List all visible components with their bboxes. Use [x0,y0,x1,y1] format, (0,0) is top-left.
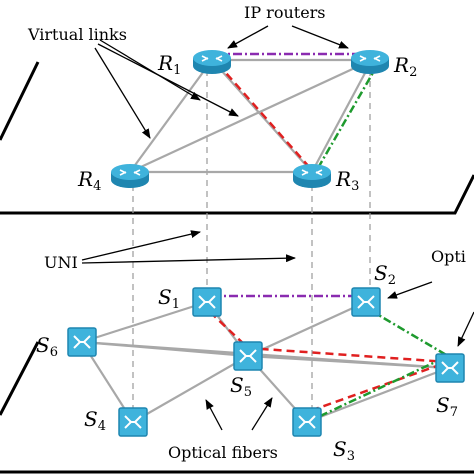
router-r3-label: R3 [335,167,359,194]
router-r4-label: R4 [77,167,101,194]
switch-s3 [292,407,322,437]
switch-s2 [351,287,381,317]
ip-path-red [217,63,311,169]
switch-s7 [435,353,465,383]
router-r3 [293,164,331,188]
switch-s5 [233,341,263,371]
optical-layer-plane [0,341,474,474]
switch-s1 [192,287,222,317]
virtual-links-label: Virtual links [27,25,127,44]
router-r1-label: R1 [157,51,181,78]
annotation-arrows [81,25,474,431]
ip-layer-plane [0,61,474,215]
ip-path-green [316,63,380,169]
ip-routers-label: IP routers [244,3,326,22]
router-r2 [351,50,389,74]
ip-virtual-links [129,58,373,174]
switch-s2-label: S2 [374,261,396,288]
uni-lines [132,70,371,410]
switch-s3-label: S3 [333,437,355,464]
uni-label: UNI [44,253,78,272]
switch-s6-label: S6 [36,333,58,360]
switch-s4 [118,407,148,437]
optical-label-truncated: Opti [431,247,466,266]
optical-fibers [81,300,449,424]
switch-s4-label: S4 [84,407,106,434]
switch-s5-label: S5 [230,373,252,400]
router-r2-label: R2 [393,53,417,80]
router-r4 [111,164,149,188]
optical-path-green [315,308,451,420]
optical-fibers-label: Optical fibers [168,443,278,462]
switch-s6 [67,327,97,357]
router-r1 [193,50,231,74]
switch-s7-label: S7 [436,393,458,420]
optical-path-red [209,311,449,414]
switch-s1-label: S1 [158,285,180,312]
